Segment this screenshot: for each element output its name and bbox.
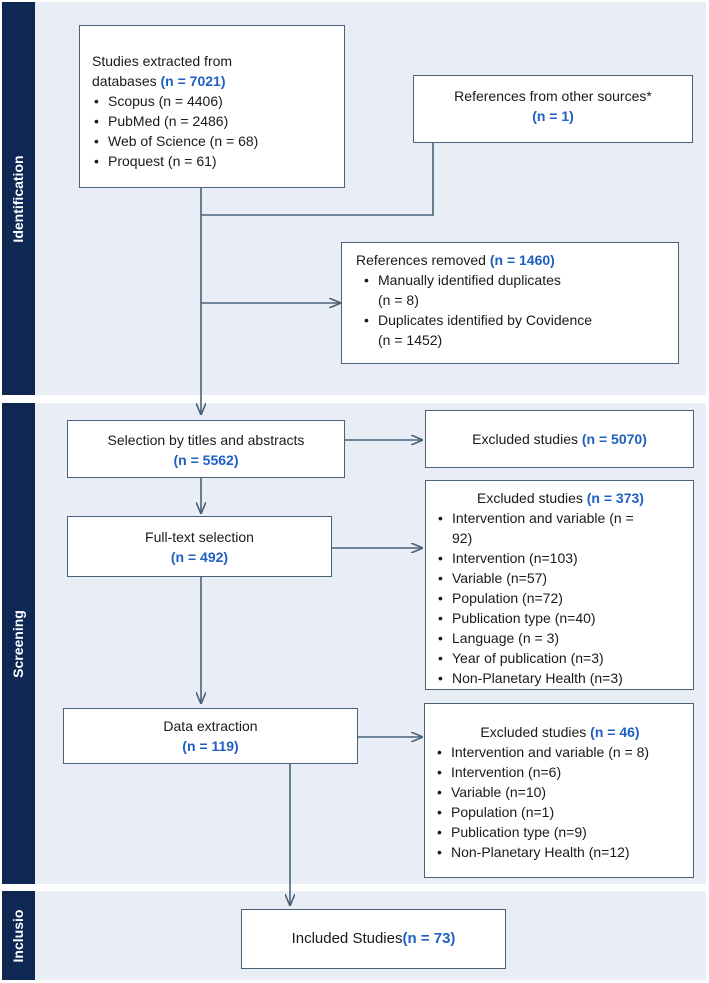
excluded-2-item: Intervention and variable (n = 92) bbox=[438, 508, 687, 548]
databases-count: (n = 7021) bbox=[160, 73, 226, 89]
excluded-2-item-line: Intervention and variable (n = bbox=[452, 510, 634, 526]
excluded-3-heading: Excluded studies (n = 46) bbox=[433, 722, 687, 742]
identification-rail: Identification bbox=[2, 2, 35, 395]
titles-abstracts-box: Selection by titles and abstracts (n = 5… bbox=[67, 420, 345, 478]
excluded-2-item: Language (n = 3) bbox=[438, 628, 687, 648]
removed-item-line: Duplicates identified by Covidence bbox=[378, 312, 593, 328]
removed-item: Duplicates identified by Covidence (n = 1… bbox=[364, 310, 670, 350]
removed-item: Manually identified duplicates (n = 8) bbox=[364, 270, 670, 310]
excluded-3-item: Variable (n=10) bbox=[437, 782, 687, 802]
removed-heading: References removed (n = 1460) bbox=[356, 250, 670, 270]
excluded-2-title: Excluded studies bbox=[477, 490, 583, 506]
databases-item: Proquest (n = 61) bbox=[94, 151, 336, 171]
excluded-2-box: Excluded studies (n = 373) Intervention … bbox=[425, 480, 694, 690]
excluded-2-item: Year of publication (n=3) bbox=[438, 648, 687, 668]
other-sources-box: References from other sources* (n = 1) bbox=[413, 75, 693, 143]
excluded-1-box: Excluded studies (n = 5070) bbox=[425, 410, 694, 468]
other-sources-title: References from other sources* bbox=[454, 88, 652, 104]
excluded-2-item: Intervention (n=103) bbox=[438, 548, 687, 568]
databases-box: Studies extracted from databases (n = 70… bbox=[79, 25, 345, 188]
removed-item-line: Manually identified duplicates bbox=[378, 272, 561, 288]
data-extraction-count: (n = 119) bbox=[182, 738, 239, 754]
removed-title: References removed bbox=[356, 252, 486, 268]
excluded-2-item-line: 92) bbox=[452, 530, 473, 546]
databases-list: Scopus (n = 4406) PubMed (n = 2486) Web … bbox=[94, 91, 336, 171]
excluded-3-item: Non-Planetary Health (n=12) bbox=[437, 842, 687, 862]
excluded-2-list: Intervention and variable (n = 92) Interv… bbox=[438, 508, 687, 688]
included-count: (n = 73) bbox=[402, 930, 456, 947]
removed-item-line: (n = 8) bbox=[378, 292, 419, 308]
excluded-3-count: (n = 46) bbox=[590, 724, 640, 740]
excluded-1-title: Excluded studies bbox=[472, 431, 578, 447]
excluded-3-item: Population (n=1) bbox=[437, 802, 687, 822]
titles-abstracts-title: Selection by titles and abstracts bbox=[107, 432, 305, 448]
excluded-2-item: Population (n=72) bbox=[438, 588, 687, 608]
databases-title-line2: databases (n = 7021) bbox=[92, 71, 336, 91]
data-extraction-title: Data extraction bbox=[163, 718, 258, 734]
excluded-2-count: (n = 373) bbox=[586, 490, 644, 506]
other-sources-count: (n = 1) bbox=[532, 108, 574, 124]
databases-title-b: databases bbox=[92, 73, 157, 89]
titles-abstracts-count: (n = 5562) bbox=[173, 452, 239, 468]
excluded-3-item: Publication type (n=9) bbox=[437, 822, 687, 842]
connector-other-sources bbox=[201, 143, 434, 216]
excluded-2-heading: Excluded studies (n = 373) bbox=[434, 488, 687, 508]
removed-count: (n = 1460) bbox=[489, 252, 555, 268]
databases-title: Studies extracted from bbox=[92, 53, 233, 69]
data-extraction-box: Data extraction (n = 119) bbox=[63, 708, 358, 764]
excluded-3-item: Intervention and variable (n = 8) bbox=[437, 742, 687, 762]
excluded-2-item: Non-Planetary Health (n=3) bbox=[438, 668, 687, 688]
excluded-2-item: Publication type (n=40) bbox=[438, 608, 687, 628]
excluded-3-item: Intervention (n=6) bbox=[437, 762, 687, 782]
references-removed-box: References removed (n = 1460) Manually i… bbox=[341, 242, 679, 364]
databases-item: PubMed (n = 2486) bbox=[94, 111, 336, 131]
full-text-title: Full-text selection bbox=[145, 529, 254, 545]
databases-item: Web of Science (n = 68) bbox=[94, 131, 336, 151]
excluded-3-title: Excluded studies bbox=[480, 724, 587, 740]
databases-item: Scopus (n = 4406) bbox=[94, 91, 336, 111]
inclusion-rail: Inclusio bbox=[2, 891, 35, 980]
full-text-count: (n = 492) bbox=[170, 549, 229, 565]
screening-rail: Screening bbox=[2, 403, 35, 884]
full-text-box: Full-text selection (n = 492) bbox=[67, 516, 332, 577]
removed-list: Manually identified duplicates (n = 8) Du… bbox=[364, 270, 670, 350]
included-title: Included Studies bbox=[291, 930, 403, 947]
excluded-3-list: Intervention and variable (n = 8) Interv… bbox=[437, 742, 687, 862]
excluded-2-item: Variable (n=57) bbox=[438, 568, 687, 588]
removed-item-line: (n = 1452) bbox=[378, 332, 443, 348]
excluded-3-box: Excluded studies (n = 46) Intervention a… bbox=[424, 703, 694, 878]
included-studies-box: Included Studies(n = 73) bbox=[241, 909, 506, 969]
excluded-1-count: (n = 5070) bbox=[581, 431, 647, 447]
